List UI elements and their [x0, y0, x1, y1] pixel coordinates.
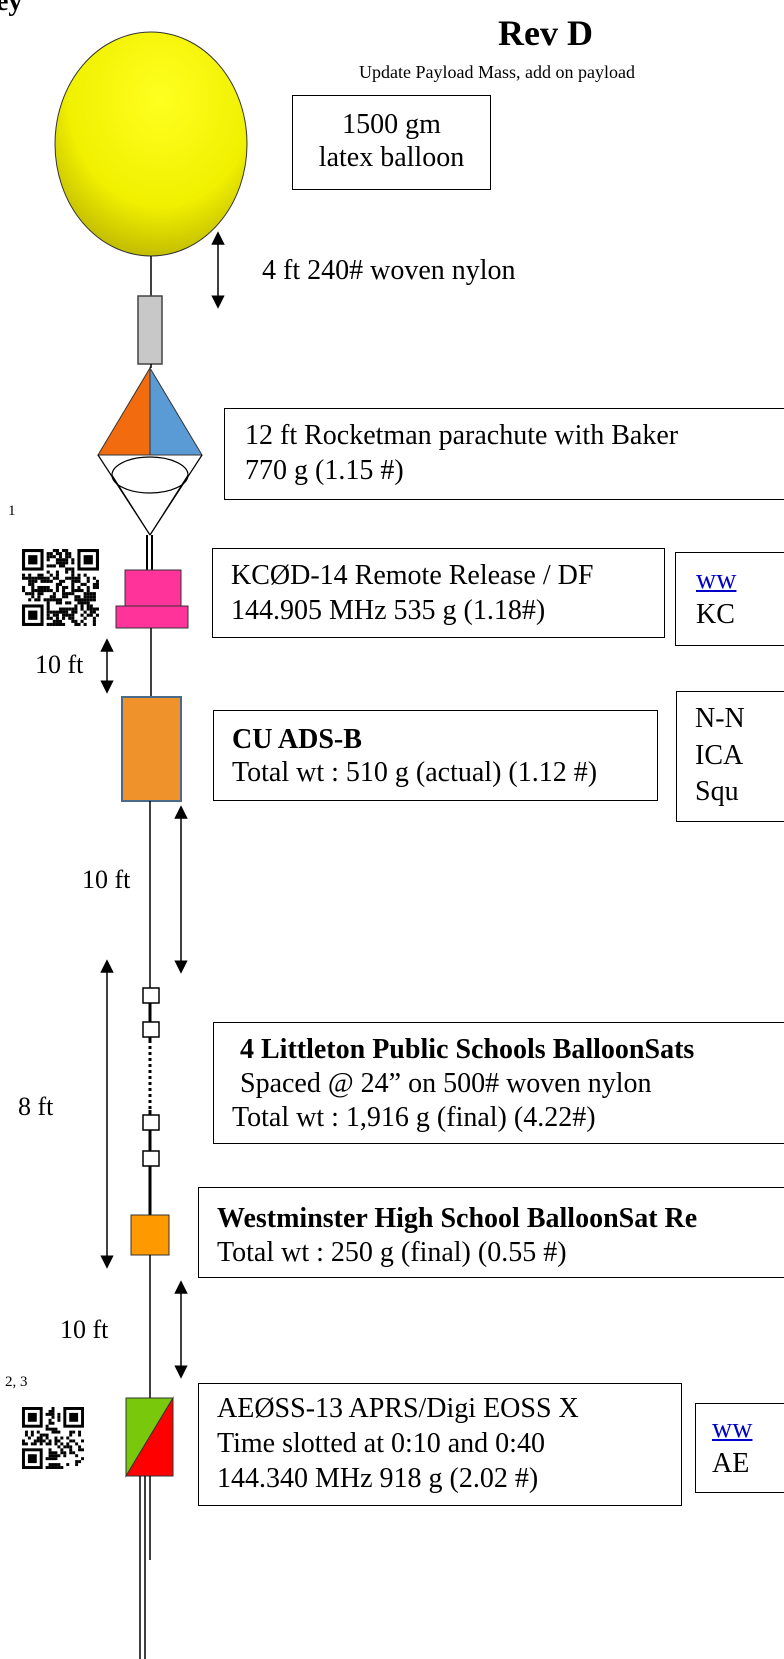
- lps-spacing-label: 8 ft: [18, 1092, 54, 1121]
- parachute-mass-text: 770 g (1.15 #): [245, 455, 404, 486]
- release-label-box: KCØD-14 Remote Release / DF 144.905 MHz …: [212, 548, 665, 638]
- aprs-side-text: AE: [712, 1448, 750, 1479]
- westminster-shape: [130, 1214, 170, 1256]
- aprs-label-box: AEØSS-13 APRS/Digi EOSS X Time slotted a…: [198, 1383, 682, 1506]
- westminster-label-box: Westminster High School BalloonSat Re To…: [198, 1187, 784, 1278]
- adsb-side-box: N-N ICA Squ: [676, 691, 784, 822]
- qr-code-icon: [22, 1407, 84, 1469]
- page-title: Rev D: [498, 13, 593, 53]
- westminster-spacing-label: 10 ft: [60, 1315, 109, 1344]
- balloon-label-box: 1500 gm latex balloon: [292, 95, 491, 190]
- aprs-shape: [125, 1396, 174, 1478]
- release-side-box: ww KC: [675, 552, 784, 646]
- lps-spacing-text: Spaced @ 24” on 500# woven nylon: [240, 1068, 652, 1099]
- adsb-side-text-2: ICA: [695, 740, 744, 771]
- westminster-weight-text: Total wt : 250 g (final) (0.55 #): [217, 1237, 567, 1268]
- release-freq-text: 144.905 MHz 535 g (1.18#): [231, 595, 546, 626]
- lps-label-box: 4 Littleton Public Schools BalloonSats S…: [213, 1022, 784, 1144]
- westminster-title-text: Westminster High School BalloonSat Re: [217, 1203, 698, 1234]
- page-subtitle: Update Payload Mass, add on payload: [359, 62, 635, 82]
- adsb-title-text: CU ADS-B: [232, 724, 362, 755]
- lps-title-text: 4 Littleton Public Schools BalloonSats: [240, 1034, 695, 1065]
- adsb-weight-text: Total wt : 510 g (actual) (1.12 #): [232, 757, 598, 788]
- balloon-type-text: latex balloon: [318, 142, 465, 173]
- aprs-name-text: AEØSS-13 APRS/Digi EOSS X: [217, 1393, 579, 1424]
- balloon-size-text: 1500 gm: [342, 109, 441, 140]
- adsb-label-box: CU ADS-B Total wt : 510 g (actual) (1.12…: [213, 710, 658, 801]
- lps-weight-text: Total wt : 1,916 g (final) (4.22#): [232, 1102, 596, 1133]
- remote-release-shape: [115, 569, 189, 629]
- aprs-schedule-text: Time slotted at 0:10 and 0:40: [217, 1428, 545, 1459]
- lps-balloonsats-shape: [142, 987, 160, 1215]
- aprs-side-link[interactable]: ww: [712, 1413, 753, 1444]
- adsb-shape: [121, 696, 182, 802]
- release-footnote: 1: [8, 503, 16, 519]
- partial-top-left-text: ey: [0, 0, 23, 17]
- parachute-name-text: 12 ft Rocketman parachute with Baker: [245, 420, 679, 451]
- balloon-shape: [54, 31, 248, 257]
- adsb-spacing-label: 10 ft: [82, 865, 131, 894]
- aprs-freq-text: 144.340 MHz 918 g (2.02 #): [217, 1463, 539, 1494]
- release-side-link[interactable]: ww: [696, 564, 737, 595]
- balloon-tether-label: 4 ft 240# woven nylon: [262, 255, 516, 286]
- parachute-label-box: 12 ft Rocketman parachute with Baker 770…: [224, 408, 784, 500]
- adsb-side-text-3: Squ: [695, 776, 739, 807]
- release-spacing-label: 10 ft: [35, 650, 84, 679]
- parachute-shape: [97, 366, 203, 536]
- aprs-footnote: 2, 3: [5, 1374, 28, 1390]
- connector-block: [137, 295, 163, 365]
- qr-code-icon: [22, 549, 99, 626]
- release-name-text: KCØD-14 Remote Release / DF: [231, 560, 594, 591]
- adsb-side-text-1: N-N: [695, 703, 745, 734]
- release-side-text: KC: [696, 599, 735, 630]
- aprs-side-box: ww AE: [695, 1403, 784, 1493]
